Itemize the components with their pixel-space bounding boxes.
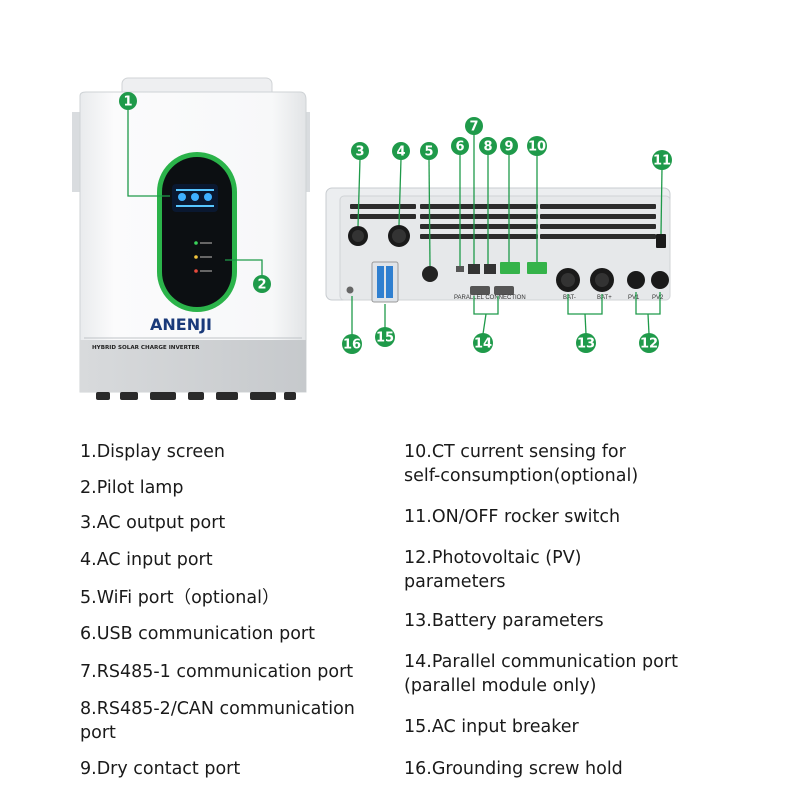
legend-item-pv-cont: parameters	[404, 572, 506, 592]
callout-1: 1	[119, 92, 137, 110]
legend-item-rs485-2-can-cont: port	[80, 723, 116, 743]
legend-item-parallel-comm-cont: (parallel module only)	[404, 676, 597, 696]
svg-text:14: 14	[474, 337, 492, 352]
legend-item-pilot-lamp: 2.Pilot lamp	[80, 478, 184, 498]
svg-text:16: 16	[343, 338, 361, 353]
model-label: HYBRID SOLAR CHARGE INVERTER	[92, 345, 200, 351]
svg-text:5: 5	[424, 145, 433, 160]
callout-lines	[127, 110, 663, 335]
svg-text:PV2: PV2	[652, 295, 664, 301]
legend-item-ct-sensing: 10.CT current sensing for	[404, 442, 626, 462]
legend-item-battery: 13.Battery parameters	[404, 611, 604, 631]
callout-11: 11	[652, 150, 672, 170]
bottom-terminals	[96, 392, 296, 400]
callout-9: 9	[500, 137, 518, 155]
svg-text:4: 4	[396, 145, 405, 160]
legend-item-ct-sensing-cont: self-consumption(optional)	[404, 466, 639, 486]
callout-4: 4	[392, 142, 410, 160]
svg-text:8: 8	[483, 140, 492, 155]
svg-text:7: 7	[469, 120, 478, 135]
callout-5: 5	[420, 142, 438, 160]
svg-text:12: 12	[640, 337, 658, 352]
legend-item-parallel-comm: 14.Parallel communication port	[404, 652, 678, 672]
legend-item-wifi: 5.WiFi port（optional）	[80, 588, 280, 608]
svg-text:2: 2	[257, 278, 266, 293]
svg-text:10: 10	[528, 140, 546, 155]
callout-13: 13	[576, 333, 596, 353]
svg-text:PV1: PV1	[628, 295, 640, 301]
legend-item-rs485-1: 7.RS485-1 communication port	[80, 662, 354, 682]
legend-item-rs485-2-can: 8.RS485-2/CAN communication	[80, 699, 355, 719]
svg-text:13: 13	[577, 337, 595, 352]
legend-item-pv: 12.Photovoltaic (PV)	[404, 548, 582, 568]
legend-item-ac-output: 3.AC output port	[80, 513, 226, 533]
legend-item-display-screen: 1.Display screen	[80, 442, 225, 462]
dry-contact-terminal	[500, 262, 520, 274]
ac-input-breaker	[371, 261, 399, 303]
svg-text:15: 15	[376, 331, 394, 346]
brand-logo: ANENJI	[150, 315, 212, 334]
callout-8: 8	[479, 137, 497, 155]
inverter-front-view: ANENJI HYBRID SOLAR CHARGE INVERTER	[72, 77, 310, 400]
svg-text:BAT-: BAT-	[563, 295, 576, 301]
callout-14: 14	[473, 333, 493, 353]
callout-6: 6	[451, 137, 469, 155]
legend-item-usb: 6.USB communication port	[80, 624, 315, 644]
callout-3: 3	[351, 142, 369, 160]
svg-text:BAT+: BAT+	[597, 295, 612, 301]
svg-text:3: 3	[355, 145, 364, 160]
svg-text:1: 1	[123, 95, 132, 110]
svg-text:PARALLEL CONNECTION: PARALLEL CONNECTION	[454, 295, 526, 301]
inverter-diagram: ANENJI HYBRID SOLAR CHARGE INVERTER	[72, 77, 672, 400]
legend-item-ac-input: 4.AC input port	[80, 550, 213, 570]
legend-item-rocker-switch: 11.ON/OFF rocker switch	[404, 507, 621, 527]
legend-item-dry-contact: 9.Dry contact port	[80, 759, 241, 779]
callout-2: 2	[253, 275, 271, 293]
ct-terminal	[527, 262, 547, 274]
display-panel	[157, 152, 237, 312]
callout-markers: 1 2 3 4 5 6 7 8 9 10 11 12 13 14 15 16	[119, 92, 672, 354]
callout-15: 15	[375, 327, 395, 347]
inverter-bottom-view: PARALLEL CONNECTION BAT- BAT+ PV1 PV2	[325, 187, 671, 303]
svg-text:6: 6	[455, 140, 464, 155]
callout-7: 7	[465, 117, 483, 135]
legend-item-grounding: 16.Grounding screw hold	[404, 759, 623, 779]
callout-16: 16	[342, 334, 362, 354]
callout-12: 12	[639, 333, 659, 353]
callout-10: 10	[527, 136, 547, 156]
svg-text:9: 9	[504, 140, 513, 155]
svg-text:11: 11	[653, 154, 671, 169]
legend-item-ac-breaker: 15.AC input breaker	[404, 717, 579, 737]
